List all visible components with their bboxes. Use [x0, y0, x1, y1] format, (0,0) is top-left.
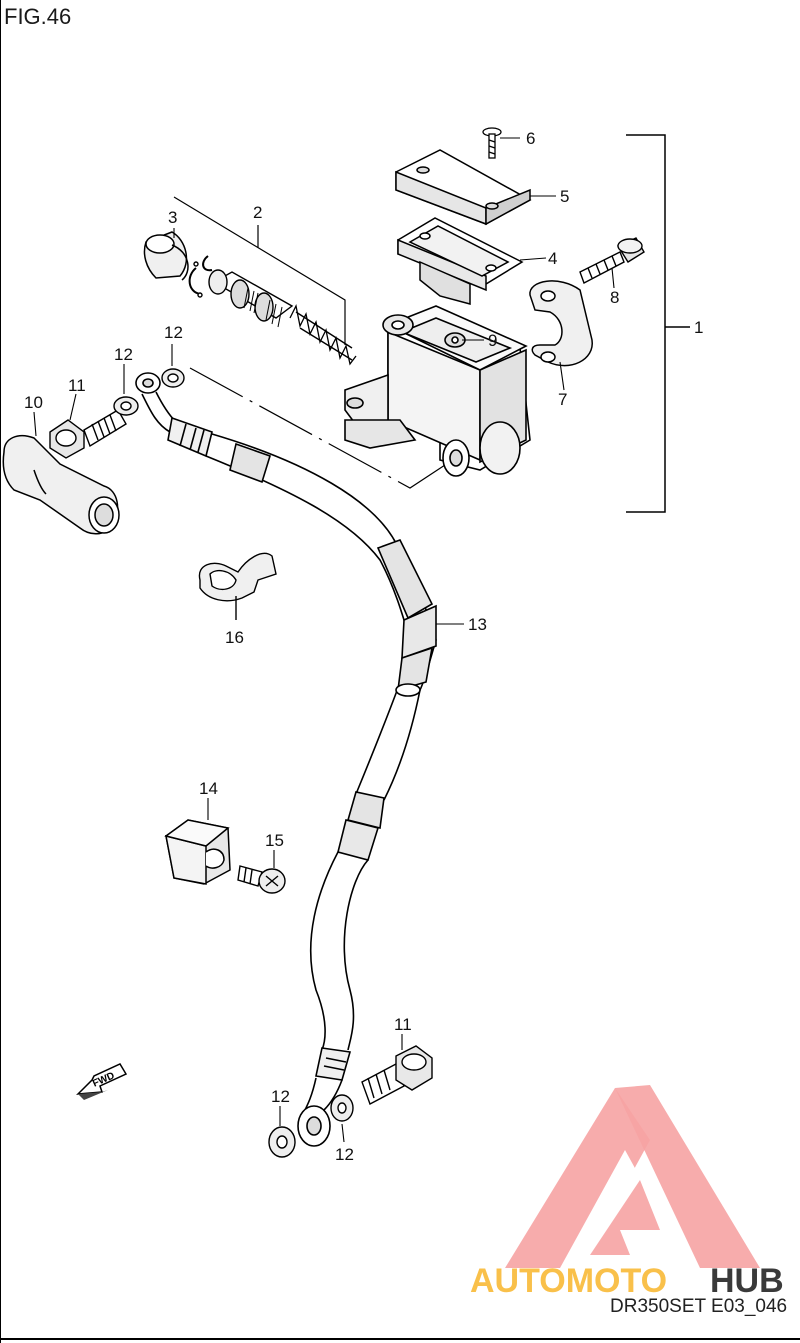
union-bolt-bottom	[361, 1045, 433, 1105]
holder-bolt	[579, 237, 645, 284]
label-part-12-d: 12	[335, 1145, 354, 1164]
hose-guide	[164, 819, 231, 885]
label-part-12-a: 12	[114, 345, 133, 364]
part-labels: 1 2 3 4 5 6 7 8 9 10 11 12 12 13 14 15 1…	[24, 129, 703, 1164]
holder-clamp	[529, 280, 593, 367]
reservoir-cap	[395, 149, 532, 226]
label-part-16: 16	[225, 628, 244, 647]
label-part-11-top: 11	[68, 376, 86, 395]
fwd-arrow-icon: FWD	[76, 1063, 128, 1100]
watermark-text-1: AUTOMOTO	[470, 1262, 667, 1300]
guide-screw	[237, 865, 286, 894]
gasket-bottom-a	[268, 1126, 296, 1158]
label-part-7: 7	[558, 390, 567, 409]
watermark-text-2: HUB	[710, 1262, 784, 1300]
label-part-2: 2	[253, 203, 262, 222]
hose-clamp	[198, 552, 277, 620]
gasket-top-b	[161, 368, 185, 388]
cap-screw	[482, 127, 502, 159]
label-part-4: 4	[548, 249, 557, 268]
boot	[143, 231, 189, 281]
label-part-6: 6	[526, 129, 535, 148]
assembly-bracket-1	[626, 134, 690, 513]
watermark-logo: AUTOMOTO HUB	[470, 1085, 784, 1300]
label-part-8: 8	[610, 288, 619, 307]
diaphragm	[397, 217, 524, 305]
label-part-9: 9	[488, 331, 497, 350]
gasket-top-a	[113, 396, 139, 416]
label-part-12-c: 12	[271, 1087, 290, 1106]
label-part-1: 1	[694, 318, 703, 337]
label-part-15: 15	[265, 831, 284, 850]
piston-set	[188, 255, 357, 366]
label-part-14: 14	[199, 779, 218, 798]
gasket-bottom-b	[330, 1094, 354, 1122]
label-part-10: 10	[24, 393, 43, 412]
label-part-12-b: 12	[164, 323, 183, 342]
fwd-label: FWD	[91, 1070, 116, 1089]
label-part-3: 3	[168, 208, 177, 227]
assembly-bracket-2	[173, 196, 346, 345]
figure-title: FIG.46	[4, 4, 72, 29]
leader-lines	[33, 137, 615, 1143]
brake-hose	[135, 372, 437, 1147]
figure-code: DR350SET E03_046	[610, 1296, 788, 1317]
label-part-5: 5	[560, 187, 569, 206]
label-part-11-bottom: 11	[394, 1015, 412, 1034]
master-cylinder-body	[344, 305, 531, 477]
union-cap	[2, 434, 120, 535]
union-bolt-top	[49, 409, 127, 459]
label-part-13: 13	[468, 615, 487, 634]
